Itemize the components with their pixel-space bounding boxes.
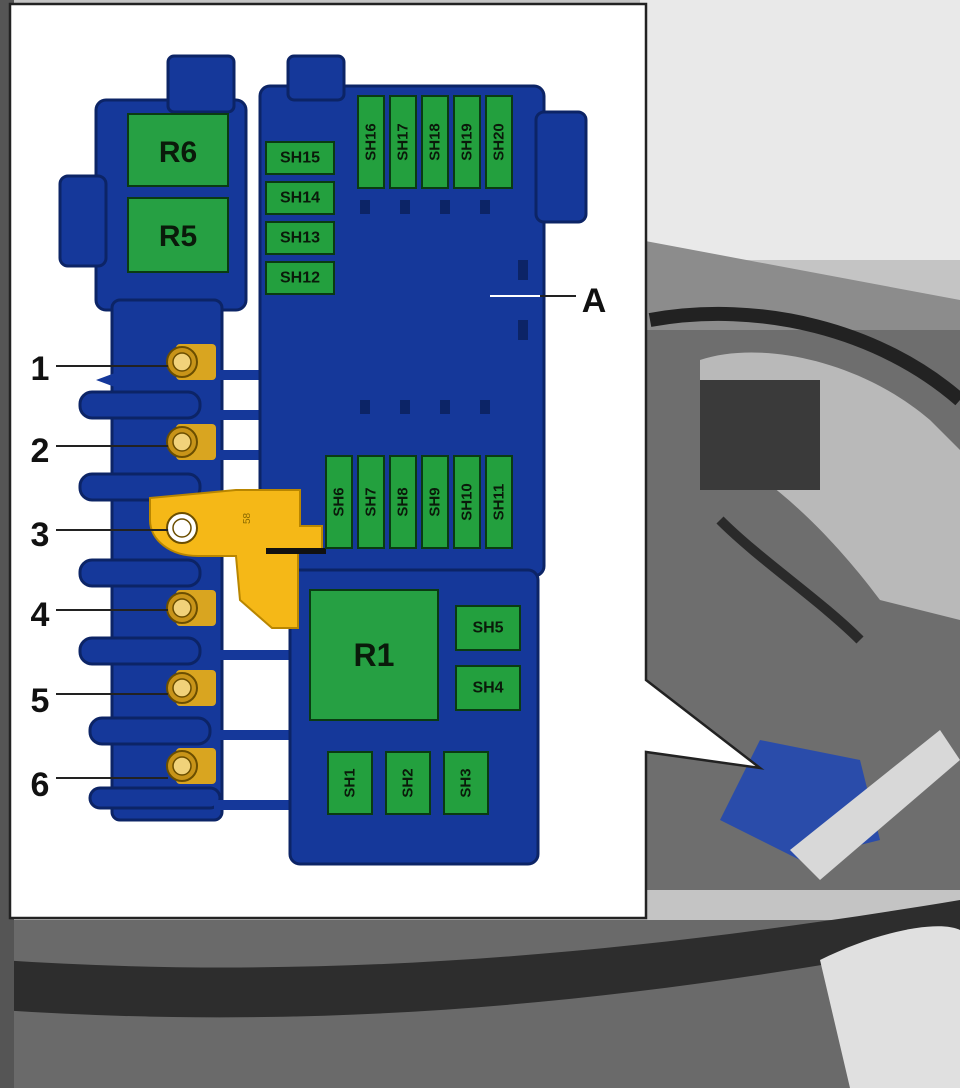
rail-rib-d xyxy=(78,636,202,666)
callout-c2: 2 xyxy=(31,432,168,470)
callout-c4: 4 xyxy=(31,596,168,634)
headlight xyxy=(820,926,960,1088)
fuse-sh14: SH14 xyxy=(265,181,335,215)
callout-c2-label: 2 xyxy=(31,432,50,470)
rail-rib-c xyxy=(78,558,202,588)
terminal-stud-3 xyxy=(166,512,198,544)
terminal-stud-1 xyxy=(166,344,216,380)
fuse-sh14-label: SH14 xyxy=(280,190,320,207)
relay-r6: R6 xyxy=(127,113,229,187)
front-crossmember xyxy=(0,900,960,1018)
wiring-loom xyxy=(716,516,864,644)
fuse-sh9: SH9 xyxy=(421,455,449,549)
fuse-sh4: SH4 xyxy=(455,665,521,711)
strut-2 xyxy=(214,410,294,420)
relay-r1: R1 xyxy=(309,589,439,721)
fuse-sh1-label: SH1 xyxy=(342,768,359,797)
bracket xyxy=(790,730,960,880)
callout-c1: 1 xyxy=(31,350,168,388)
rail-rib-f xyxy=(88,786,222,810)
stud-group xyxy=(166,344,216,784)
fuse-sh7: SH7 xyxy=(357,455,385,549)
terminal-stud-2 xyxy=(166,424,216,460)
top-clip-right xyxy=(286,54,346,102)
fuse-sh18: SH18 xyxy=(421,95,449,189)
fuse-sh13-label: SH13 xyxy=(280,230,320,247)
rail-rib-a xyxy=(78,390,202,420)
side-connector-right xyxy=(534,110,588,224)
rail-rib-b xyxy=(78,472,202,502)
fuse-sh12-label: SH12 xyxy=(280,270,320,287)
relay-r1-label: R1 xyxy=(354,637,395,673)
fuse-sh5: SH5 xyxy=(455,605,521,651)
callout-c5-label: 5 xyxy=(31,682,50,720)
fuse-sh17-label: SH17 xyxy=(395,123,412,161)
hood-underside xyxy=(640,0,960,260)
strut-6 xyxy=(214,800,294,810)
fuse-sh8-label: SH8 xyxy=(395,487,412,516)
callout-ca-label: A xyxy=(582,282,607,320)
fuse-sh12: SH12 xyxy=(265,261,335,295)
fuse-sh16-label: SH16 xyxy=(363,123,380,161)
callout-c1-label: 1 xyxy=(31,350,50,388)
fuse-sh15: SH15 xyxy=(265,141,335,175)
fuse-sh19-label: SH19 xyxy=(459,123,476,161)
callout-c6-label: 6 xyxy=(31,766,50,804)
fuse-sh16: SH16 xyxy=(357,95,385,189)
fuse-sh9-label: SH9 xyxy=(427,487,444,516)
strut-5 xyxy=(214,730,294,740)
fuse-sh11-label: SH11 xyxy=(491,484,508,521)
top-clip-left xyxy=(166,54,236,114)
fuse-sh10-label: SH10 xyxy=(459,483,476,521)
fuse-sh2-label: SH2 xyxy=(400,768,417,797)
component-box xyxy=(700,380,820,490)
relay-r6-label: R6 xyxy=(159,136,197,169)
fuse-sh17: SH17 xyxy=(389,95,417,189)
terminal-stud-5 xyxy=(166,670,216,706)
fuse-sh11: SH11 xyxy=(485,455,513,549)
fuse-sh6: SH6 xyxy=(325,455,353,549)
relay-r5: R5 xyxy=(127,197,229,273)
callout-c3: 3 xyxy=(31,516,168,554)
fuse-sh20: SH20 xyxy=(485,95,513,189)
callout-group: 1 2 3 4 5 6 A xyxy=(31,282,607,804)
fuse-sh10: SH10 xyxy=(453,455,481,549)
busbar-marking: 58 xyxy=(242,512,253,524)
body-texture xyxy=(360,200,528,414)
callout-c3-label: 3 xyxy=(31,516,50,554)
fuse-sh18-label: SH18 xyxy=(427,123,444,161)
fuse-sh8: SH8 xyxy=(389,455,417,549)
hood-rubber xyxy=(648,306,960,406)
fuse-sh20-label: SH20 xyxy=(491,123,508,161)
fuse-sh4-label: SH4 xyxy=(472,680,503,697)
fuse-sh3-label: SH3 xyxy=(458,768,475,797)
fuse-sh7-label: SH7 xyxy=(363,487,380,516)
callout-ca: A xyxy=(490,282,606,320)
fuse-sh19: SH19 xyxy=(453,95,481,189)
fuse-sh6-label: SH6 xyxy=(331,487,348,516)
fuse-sh13: SH13 xyxy=(265,221,335,255)
rail-rib-e xyxy=(88,716,212,746)
fuse-sh5-label: SH5 xyxy=(472,620,503,637)
relay-r5-label: R5 xyxy=(159,220,197,253)
terminal-stud-6 xyxy=(166,748,216,784)
rail-rib-1 xyxy=(96,360,150,400)
strut-3 xyxy=(214,450,294,460)
fuse-sh2: SH2 xyxy=(385,751,431,815)
fuse-sh1: SH1 xyxy=(327,751,373,815)
fuse-sh15-label: SH15 xyxy=(280,150,320,167)
callout-c5: 5 xyxy=(31,682,168,720)
strut-4 xyxy=(214,650,294,660)
terminal-stud-4 xyxy=(166,590,216,626)
callout-c6: 6 xyxy=(31,766,168,804)
busbar-slot xyxy=(266,548,326,554)
callout-c4-label: 4 xyxy=(31,596,50,634)
side-connector-left xyxy=(58,174,108,268)
strut-1 xyxy=(214,370,294,380)
fuse-sh3: SH3 xyxy=(443,751,489,815)
